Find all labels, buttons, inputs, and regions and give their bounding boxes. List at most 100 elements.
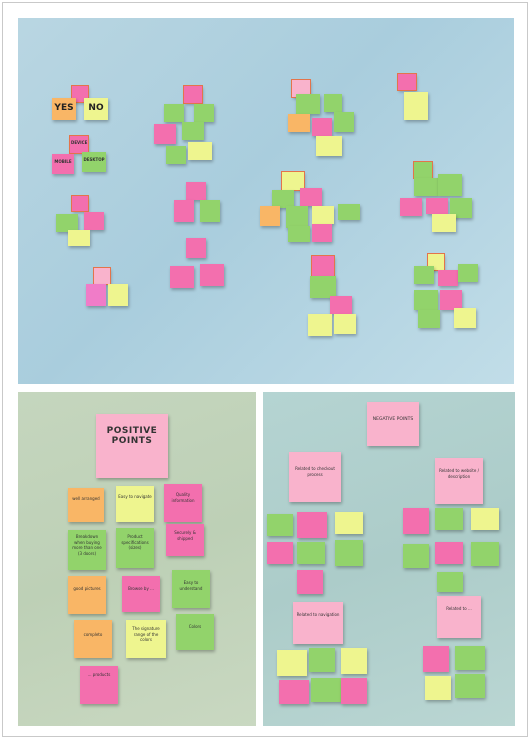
note-yes: YES [52, 98, 76, 120]
note [414, 266, 434, 284]
note [308, 314, 332, 336]
note [71, 195, 89, 212]
note [471, 508, 499, 530]
note [341, 648, 367, 674]
note [404, 92, 428, 120]
note [432, 214, 456, 232]
note [403, 544, 429, 568]
note: Easy to navigate [116, 486, 154, 522]
note [414, 290, 438, 310]
note [267, 542, 293, 564]
note [437, 572, 463, 592]
note [296, 94, 320, 114]
note [400, 198, 422, 216]
note [330, 296, 352, 314]
note [174, 200, 194, 222]
note [188, 142, 212, 160]
note [166, 146, 186, 164]
note: Colors [176, 614, 214, 650]
negative-points-photo: NEGATIVE POINTS Related to checkout proc… [263, 392, 515, 726]
note: Breakdown when buying more than one (3 d… [68, 530, 106, 570]
note: Securely & shipped [166, 524, 204, 556]
group-label-checkout: Related to checkout process [289, 452, 341, 502]
note [297, 570, 323, 594]
note [182, 122, 204, 140]
note [312, 206, 334, 224]
note [435, 542, 463, 564]
negative-points-title: NEGATIVE POINTS [367, 402, 419, 446]
note [324, 94, 342, 112]
note [335, 512, 363, 534]
note [334, 112, 354, 132]
note [471, 542, 499, 566]
note [291, 79, 311, 98]
note [200, 200, 220, 222]
note [414, 178, 438, 196]
note [311, 255, 335, 277]
positive-points-photo: POSITIVE POINTS well arranged Easy to na… [18, 392, 256, 726]
note [183, 85, 203, 104]
note [334, 314, 356, 334]
note [297, 512, 327, 538]
note [288, 226, 310, 242]
note [281, 171, 305, 191]
note-mobile: MOBILE [52, 154, 74, 174]
note [335, 540, 363, 566]
note [300, 188, 322, 206]
note-device: DEVICE [69, 135, 89, 154]
note [272, 190, 294, 208]
note [68, 230, 90, 246]
note [260, 206, 280, 226]
note [164, 104, 184, 122]
note [108, 284, 128, 306]
note [186, 182, 206, 200]
note: Easy to understand [172, 570, 210, 608]
note-desktop: DESKTOP [82, 152, 106, 172]
note: Product specifications (sizes) [116, 528, 154, 568]
note [403, 508, 429, 534]
note [455, 646, 485, 670]
note: The signature range of the colors [126, 620, 166, 658]
note: good pictures [68, 576, 106, 614]
note [310, 276, 336, 298]
note [200, 264, 224, 286]
note [154, 124, 176, 144]
note: Quality information [164, 484, 202, 522]
note [341, 678, 367, 704]
note [186, 238, 206, 258]
note [297, 542, 325, 564]
note [418, 310, 440, 328]
note [425, 676, 451, 700]
note [426, 198, 448, 214]
note [288, 114, 310, 132]
group-label-website: Related to website / description [435, 458, 483, 504]
note [309, 648, 335, 672]
note-no: NO [84, 98, 108, 120]
note [170, 266, 194, 288]
note [86, 284, 106, 306]
note [93, 267, 111, 285]
note [435, 508, 463, 530]
note: completo [74, 620, 112, 658]
note [279, 680, 309, 704]
positive-points-title: POSITIVE POINTS [96, 414, 168, 478]
group-label-other: Related to ... [437, 596, 481, 638]
note [56, 214, 78, 232]
note [286, 206, 308, 228]
note [438, 174, 462, 196]
note [458, 264, 478, 282]
note [440, 290, 462, 310]
group-label-navigation: Related to navigation [293, 602, 343, 644]
note [438, 270, 458, 286]
note [267, 514, 293, 536]
note [194, 104, 214, 122]
note [454, 308, 476, 328]
note: Browse by ... [122, 576, 160, 612]
note [312, 224, 332, 242]
note: ... products [80, 666, 118, 704]
note [316, 136, 342, 156]
note: well arranged [68, 488, 104, 522]
note [455, 674, 485, 698]
note [84, 212, 104, 230]
note [450, 198, 472, 218]
